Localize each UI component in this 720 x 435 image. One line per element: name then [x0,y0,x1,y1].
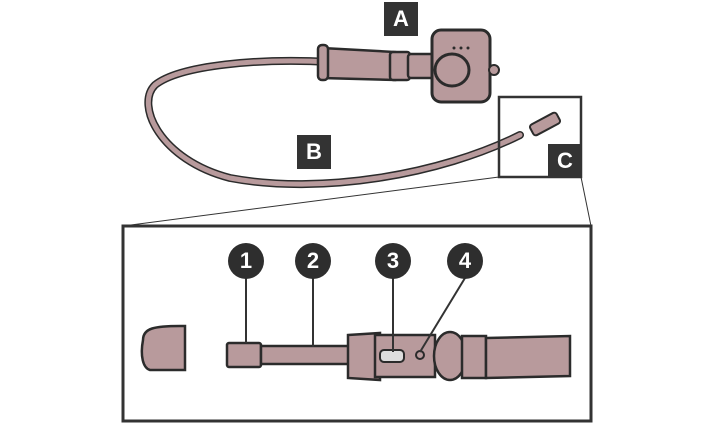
zoom-region-box [497,95,583,179]
probe-tip [528,111,562,137]
callout-4: 4 [447,243,483,279]
callout-2: 2 [295,243,331,279]
detail-drawing [140,277,572,382]
label-c: C [548,144,582,178]
label-b: B [297,135,331,169]
detail-panel [121,224,593,423]
callout-3: 3 [375,243,411,279]
handle-unit [316,28,500,104]
callout-1: 1 [228,243,264,279]
label-a: A [384,2,418,36]
